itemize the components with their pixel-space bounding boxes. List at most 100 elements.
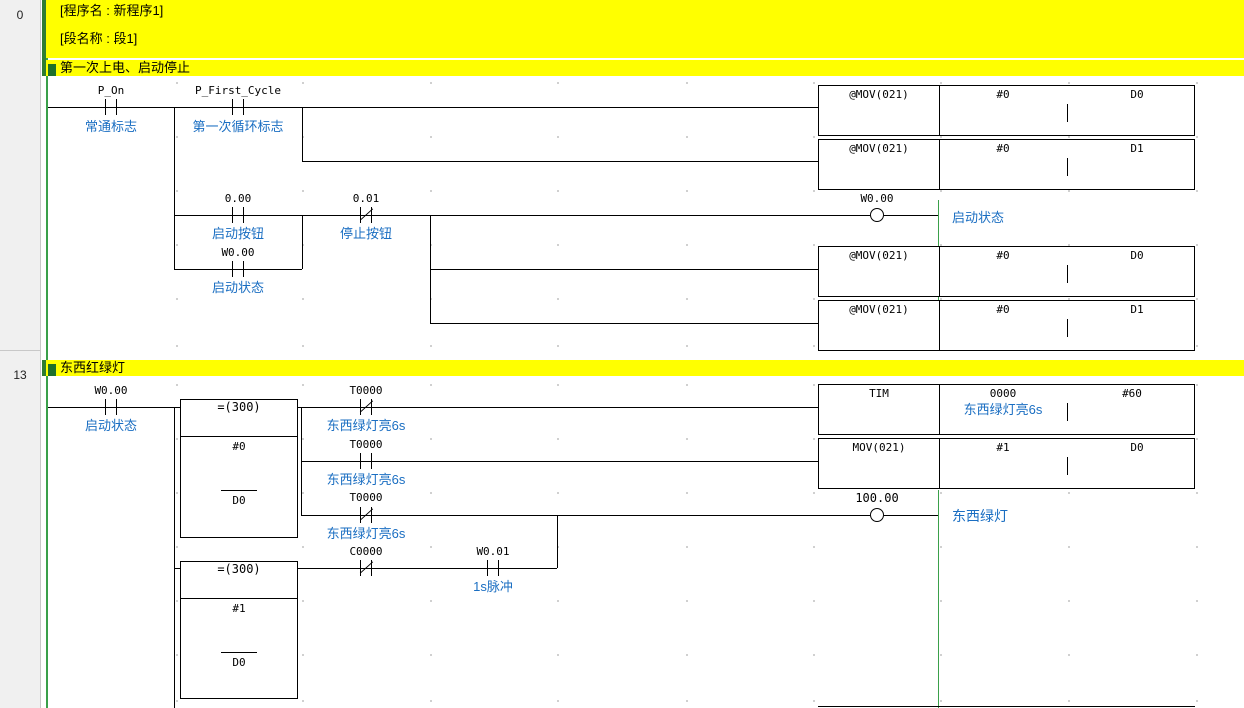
rung-comment[interactable]: 第一次上电、启动停止 (46, 60, 1244, 76)
rung-number-gutter (0, 0, 41, 708)
no-contact[interactable] (224, 261, 252, 277)
nc-contact[interactable] (352, 207, 380, 223)
instruction-block[interactable]: @MOV(021) #0 D0 (818, 85, 1195, 136)
instruction-block[interactable]: MOV(021) #1 D0 (818, 438, 1195, 489)
grid-dot (557, 136, 559, 138)
grid-dot (686, 82, 688, 84)
contact-comment: 启动状态 (211, 280, 265, 295)
wire (296, 568, 557, 569)
wire (301, 461, 818, 462)
wire (174, 215, 870, 216)
contact-comment: 停止按钮 (339, 226, 393, 241)
no-contact[interactable] (224, 99, 252, 115)
nc-contact[interactable] (352, 399, 380, 415)
grid-dot (302, 438, 304, 440)
grid-dot (302, 345, 304, 347)
grid-dot (1196, 654, 1198, 656)
no-contact[interactable] (352, 453, 380, 469)
grid-dot (430, 654, 432, 656)
grid-dot (1196, 600, 1198, 602)
rung-number[interactable]: 13 (13, 368, 27, 382)
grid-dot (176, 438, 178, 440)
output-coil[interactable] (870, 208, 884, 222)
grid-dot (1196, 438, 1198, 440)
grid-dot (1068, 700, 1070, 702)
grid-dot (557, 298, 559, 300)
grid-dot (557, 700, 559, 702)
grid-dot (557, 244, 559, 246)
compare-block[interactable]: =(300) #1 D0 (180, 561, 298, 699)
contact-address: W0.01 (476, 545, 510, 558)
grid-dot (940, 700, 942, 702)
no-contact[interactable] (479, 560, 507, 576)
compare-block[interactable]: =(300) #0 D0 (180, 399, 298, 538)
grid-dot (176, 298, 178, 300)
grid-dot (686, 654, 688, 656)
grid-dot (176, 492, 178, 494)
grid-dot (302, 136, 304, 138)
right-bus-segment (938, 490, 939, 708)
grid-dot (176, 384, 178, 386)
grid-dot (1068, 82, 1070, 84)
rung-separator (0, 350, 40, 351)
grid-dot (176, 700, 178, 702)
section-marker (42, 360, 46, 376)
contact-address: P_On (97, 84, 125, 97)
grid-dot (430, 82, 432, 84)
grid-dot (302, 600, 304, 602)
contact-address: W0.00 (94, 384, 128, 397)
grid-dot (430, 190, 432, 192)
grid-dot (557, 600, 559, 602)
program-name-header[interactable]: [程序名 : 新程序1] (46, 0, 1244, 24)
grid-dot (813, 700, 815, 702)
grid-dot (302, 190, 304, 192)
output-coil[interactable] (870, 508, 884, 522)
nc-contact[interactable] (352, 560, 380, 576)
grid-dot (813, 438, 815, 440)
grid-dot (940, 546, 942, 548)
grid-dot (302, 654, 304, 656)
no-contact[interactable] (97, 99, 125, 115)
grid-dot (813, 244, 815, 246)
grid-dot (686, 384, 688, 386)
no-contact[interactable] (97, 399, 125, 415)
grid-dot (1196, 700, 1198, 702)
section-marker (42, 0, 46, 76)
grid-dot (176, 546, 178, 548)
grid-dot (940, 82, 942, 84)
left-power-rail (46, 0, 48, 708)
grid-dot (430, 136, 432, 138)
grid-dot (1196, 298, 1198, 300)
wire (430, 323, 818, 324)
grid-dot (686, 298, 688, 300)
grid-dot (557, 492, 559, 494)
grid-dot (940, 244, 942, 246)
wire (818, 706, 1195, 707)
instruction-block[interactable]: @MOV(021) #0 D1 (818, 300, 1195, 351)
grid-dot (430, 384, 432, 386)
instruction-block[interactable]: @MOV(021) #0 D1 (818, 139, 1195, 190)
grid-dot (686, 600, 688, 602)
grid-dot (302, 298, 304, 300)
rung-number[interactable]: 0 (16, 8, 24, 22)
timer-block[interactable]: TIM 0000 东西绿灯亮6s #60 (818, 384, 1195, 435)
contact-comment: 东西绿灯亮6s (326, 418, 406, 433)
no-contact[interactable] (224, 207, 252, 223)
grid-dot (813, 654, 815, 656)
grid-dot (813, 345, 815, 347)
wire (430, 269, 818, 270)
contact-comment: 东西绿灯亮6s (326, 526, 406, 541)
coil-address: W0.00 (860, 192, 894, 205)
grid-dot (1196, 384, 1198, 386)
nc-contact[interactable] (352, 507, 380, 523)
grid-dot (1196, 82, 1198, 84)
grid-dot (430, 492, 432, 494)
grid-dot (430, 345, 432, 347)
grid-dot (430, 298, 432, 300)
section-name-header[interactable]: [段名称 : 段1] (46, 24, 1244, 58)
wire (296, 407, 818, 408)
grid-dot (1068, 546, 1070, 548)
instruction-block[interactable]: @MOV(021) #0 D0 (818, 246, 1195, 297)
rung-comment[interactable]: 东西红绿灯 (46, 360, 1244, 376)
contact-address: C0000 (349, 545, 383, 558)
